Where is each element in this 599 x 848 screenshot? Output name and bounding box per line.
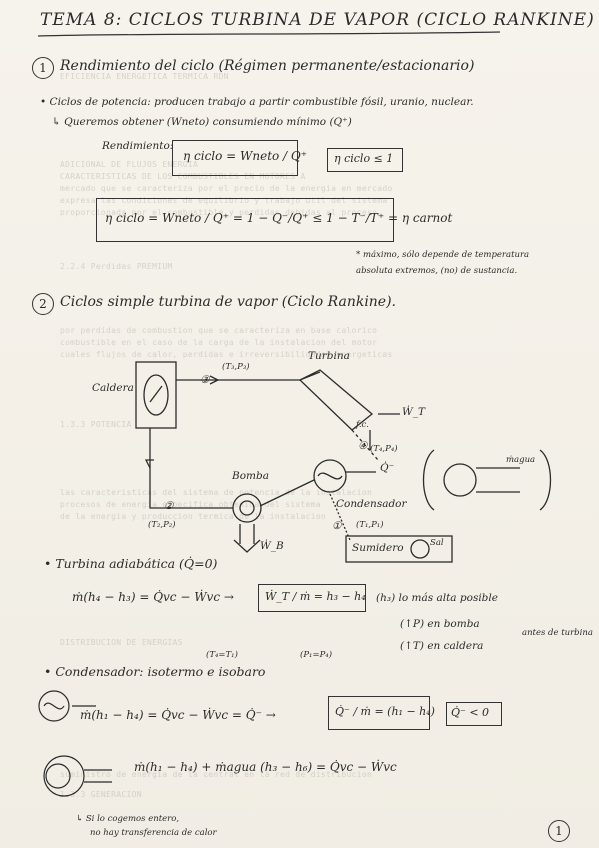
ghost-line: 1.3.3 GENERACION — [60, 790, 142, 799]
label-p1: (T₁,P₁) — [356, 520, 384, 530]
label-p4: (T₄,P₄) — [370, 444, 398, 454]
ghost-line: CARACTERISTICAS DE LOS COMBUSTIBLES EN M… — [60, 172, 306, 181]
equation-box: η ciclo ≤ 1 — [327, 148, 403, 172]
equation-box: Ẇ_T / ṁ = h₃ − h₄ — [258, 584, 366, 612]
equation: ṁ(h₄ − h₃) = Q̇vc − Ẇvc → — [72, 590, 234, 604]
annotation: (P₁=P₄) — [300, 650, 333, 660]
rendimiento-label: Rendimiento: — [102, 140, 174, 152]
label-sumidero: Sumidero — [352, 542, 404, 554]
ghost-line: procesos de energia especifica obtenida … — [60, 500, 321, 509]
equation: Q̇⁻ < 0 — [451, 706, 490, 719]
section-heading: Ciclos simple turbina de vapor (Ciclo Ra… — [60, 294, 397, 310]
equation: ṁ(h₁ − h₄) = Q̇vc − Ẇvc = Q̇⁻ → — [80, 708, 276, 722]
text-line: antes de turbina — [522, 628, 593, 638]
label-condensador: Condensador — [336, 498, 407, 510]
label-p3: (T₃,P₃) — [222, 362, 250, 372]
equation-box: η ciclo = Wneto / Q⁺ = 1 − Q⁻/Q⁺ ≤ 1 − T… — [96, 198, 452, 242]
ghost-line: 1.3.3 POTENCIA — [60, 420, 132, 429]
label-point: ④ — [358, 440, 368, 452]
note: * máximo, sólo depende de temperatura — [356, 250, 530, 260]
ghost-line: suministro de energia de la central en l… — [60, 770, 373, 779]
ghost-line: las caracteristicas del sistema de poten… — [60, 488, 373, 497]
page-number: 1 — [548, 820, 570, 842]
text-line: (h₃) lo más alta posible — [376, 592, 498, 604]
equation: ṁ(h₁ − h₄) + ṁagua (h₃ − h₆) = Q̇vc − Ẇv… — [134, 760, 397, 774]
ghost-line: cuales flujos de calor, perdidas e irrev… — [60, 350, 393, 359]
text-line: • Turbina adiabática (Q̇=0) — [44, 556, 218, 571]
label-wb: Ẇ_B — [260, 540, 284, 552]
ghost-line: proporcionada por el combustible y perdi… — [60, 208, 378, 217]
equation: Q̇⁻ / ṁ = (h₁ − h₄) — [335, 705, 435, 718]
ghost-line: EFICIENCIA ENERGETICA TERMICA RDN — [60, 72, 229, 81]
equation: η ciclo = Wneto / Q⁺ — [183, 149, 308, 163]
equation-box: Q̇⁻ / ṁ = (h₁ − h₄) — [328, 696, 435, 730]
equation: η ciclo ≤ 1 — [334, 152, 394, 165]
label-magua: ṁagua — [506, 455, 536, 465]
label-point: ③ — [200, 374, 210, 386]
ghost-line: por perdidas de combustion que se caract… — [60, 326, 378, 335]
label-wt: Ẇ_T — [402, 406, 426, 418]
label-turbina: Turbina — [308, 350, 350, 362]
text-line: (↑T) en caldera — [400, 640, 484, 652]
equation-box: η ciclo = Wneto / Q⁺ — [172, 140, 307, 176]
section-number: 1 — [32, 57, 54, 79]
ghost-line: ADICIONAL DE FLUJOS ENERGIA — [60, 160, 199, 169]
text-line: (↑P) en bomba — [400, 618, 480, 630]
label-fc: f.c. — [356, 420, 370, 430]
section-number: 2 — [32, 293, 54, 315]
label-point: ② — [164, 500, 174, 512]
text-line: • Ciclos de potencia: producen trabajo a… — [40, 96, 474, 108]
ghost-line: 2.2.4 Perdidas PREMIUM — [60, 262, 173, 271]
label-bomba: Bomba — [232, 470, 269, 482]
note: absoluta extremos, (no) de sustancia. — [356, 266, 518, 276]
text-line: ↳ Queremos obtener (Wneto) consumiendo m… — [52, 116, 352, 128]
label-p2: (T₂,P₂) — [148, 520, 176, 530]
equation: η ciclo = Wneto / Q⁺ = 1 − Q⁻/Q⁺ ≤ 1 − T… — [105, 211, 453, 225]
ghost-line: DISTRIBUCION DE ENERGIAS — [60, 638, 183, 647]
ghost-line: mercado que se caracteriza por el precio… — [60, 184, 393, 193]
page-title: TEMA 8: CICLOS TURBINA DE VAPOR (CICLO R… — [40, 10, 595, 30]
equation: Ẇ_T / ṁ = h₃ − h₄ — [265, 590, 366, 603]
equation-box: Q̇⁻ < 0 — [446, 702, 502, 726]
label-sal: Sal — [430, 538, 444, 548]
annotation: (T₄=T₁) — [206, 650, 238, 660]
footnote: ↳ Si lo cogemos entero, — [76, 814, 180, 824]
label-caldera: Caldera — [92, 382, 134, 394]
label-point: ① — [332, 520, 342, 532]
text-line: • Condensador: isotermo e isobaro — [44, 664, 266, 679]
ghost-line: expresa las condiciones de equilibrio y … — [60, 196, 388, 205]
label-q-minus: Q̇⁻ — [380, 462, 395, 474]
section-heading: Rendimiento del ciclo (Régimen permanent… — [60, 58, 475, 74]
footnote: no hay transferencia de calor — [90, 828, 217, 838]
ghost-line: combustible en el caso de la carga de la… — [60, 338, 378, 347]
ghost-line: de la energia y produccion termica de la… — [60, 512, 327, 521]
